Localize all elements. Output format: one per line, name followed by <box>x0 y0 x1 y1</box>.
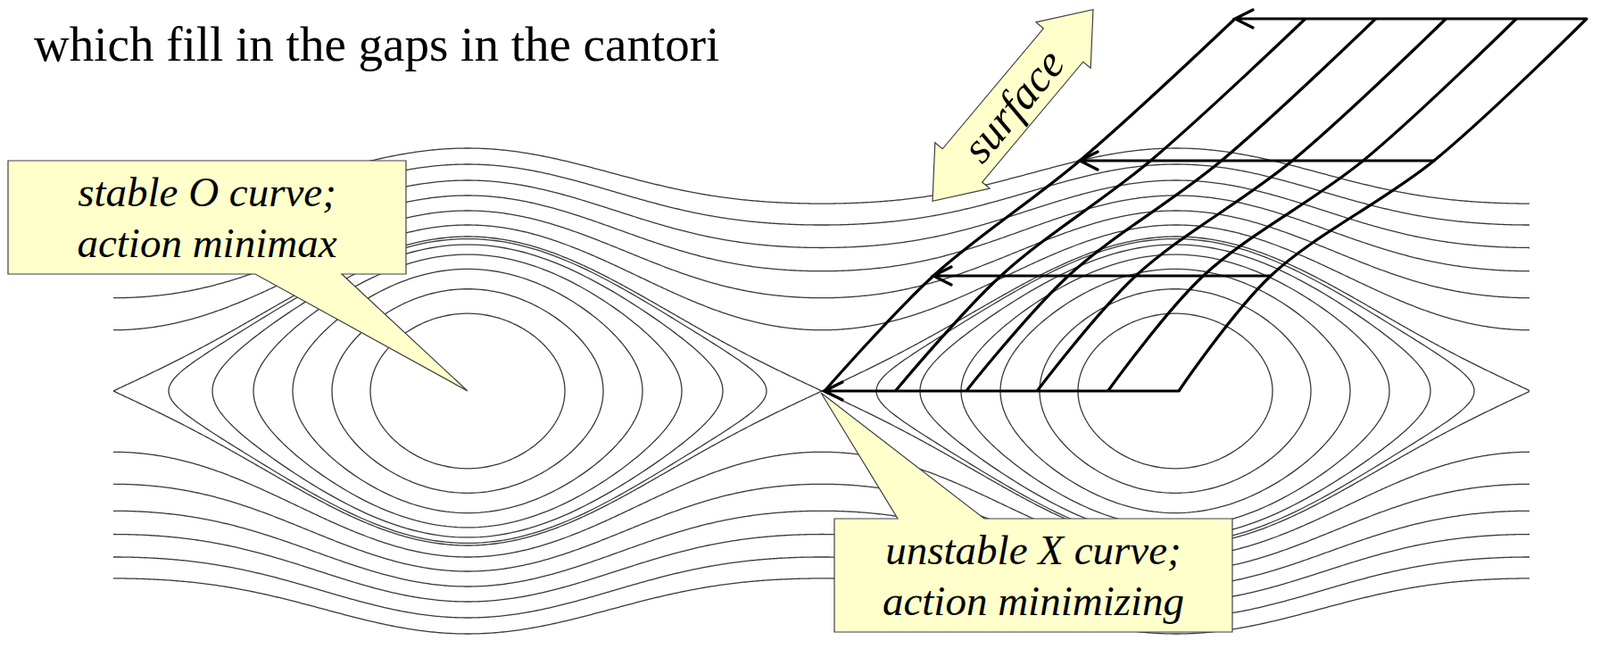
flow-arrow <box>1079 151 1435 170</box>
sheet-curve <box>895 18 1305 391</box>
callout-text: unstable X curve; action minimizing <box>861 524 1206 626</box>
phase-curve <box>113 390 1530 546</box>
flow-arrow <box>933 266 1271 285</box>
sheet-curve <box>1036 18 1446 391</box>
callout-box-shape <box>820 392 1233 632</box>
double-arrow-shape <box>904 0 1120 224</box>
sheet-curve <box>824 18 1236 391</box>
slide-title: which fill in the gaps in the cantori <box>33 19 720 69</box>
callout-box-shape <box>8 160 468 391</box>
arrow-label: surface <box>950 37 1077 173</box>
flow-arrow <box>1235 9 1587 28</box>
phase-curve <box>113 578 1530 634</box>
double-arrow: surface <box>904 0 1120 224</box>
callout-text: stable O curve; action minimax <box>34 166 380 268</box>
sheet-curve <box>1178 18 1587 391</box>
callout-box: unstable X curve; action minimizing <box>834 518 1233 632</box>
surface-sheet <box>824 9 1587 400</box>
callout-box: stable O curve; action minimax <box>8 160 407 274</box>
phase-curve <box>113 510 1530 587</box>
phase-curve <box>113 483 1530 572</box>
phase-curve <box>113 556 1530 618</box>
sheet-curve <box>1108 18 1518 391</box>
flow-arrow <box>824 381 1179 400</box>
